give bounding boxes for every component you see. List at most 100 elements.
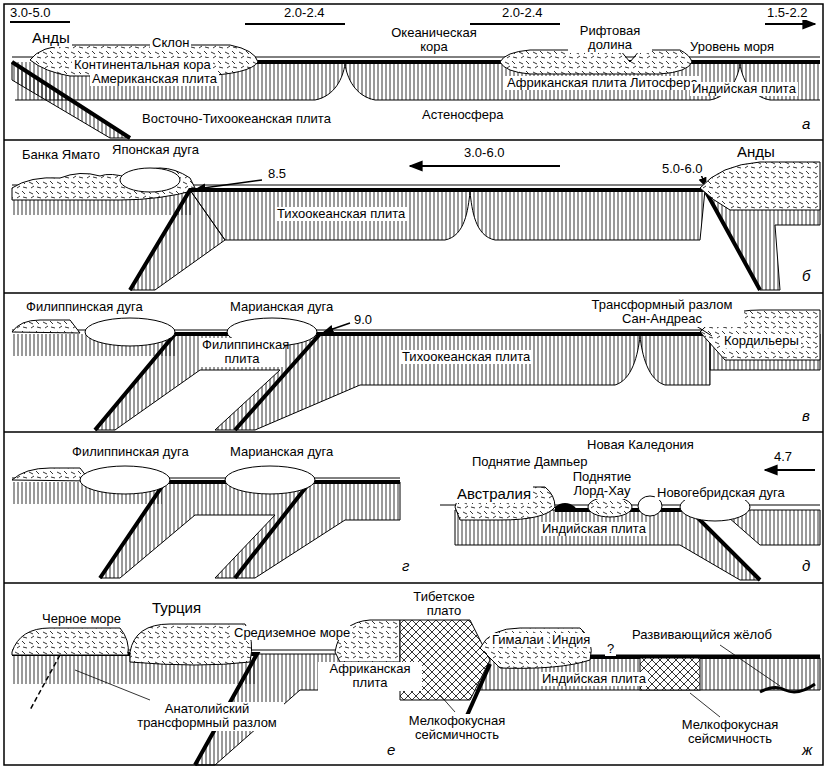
figure-label: Поднятие Дампьер: [470, 455, 589, 469]
figure-shape: [85, 318, 175, 346]
figure-label: Австралия: [455, 486, 533, 503]
figure-shape: [760, 684, 815, 692]
figure-label: Мелкофокусная сейсмичность: [395, 714, 519, 743]
figure-label: Марианская дуга: [228, 445, 335, 459]
figure-label: Литосфера: [628, 76, 700, 90]
figure-label: ж: [800, 742, 814, 759]
figure-label: Склон: [150, 36, 191, 50]
figure-label: Поднятие Лорд-Хау: [565, 470, 639, 499]
figure-label: 1.5-2.2: [765, 6, 809, 20]
figure-label: Индийская плита: [540, 522, 648, 536]
figure-shape: [80, 466, 170, 494]
figure-label: г: [400, 558, 411, 575]
figure-shape: [30, 655, 60, 710]
figure-label: 5.0-6.0: [660, 162, 704, 176]
figure-shape: [590, 655, 820, 659]
figure-shape: [100, 482, 400, 578]
figure-label: Африканская плита: [318, 662, 422, 691]
figure-label: Анды: [735, 144, 777, 161]
figure-shape: [10, 22, 820, 138]
figure-label: Континентальная кора: [72, 58, 213, 72]
figure-label: 2.0-2.4: [282, 6, 326, 20]
figure-shape: [455, 487, 555, 520]
figure-shape: [12, 168, 196, 200]
figure-shape: [12, 466, 820, 580]
figure-label: а: [800, 116, 812, 133]
figure-label: б: [800, 268, 812, 285]
figure-label: Японская дуга: [110, 143, 201, 157]
figure-label: Индийская плита: [540, 672, 648, 686]
figure-label: 3.0-5.0: [8, 6, 52, 20]
figure-shape: [555, 510, 760, 580]
figure-label: 3.0-6.0: [462, 146, 506, 160]
figure-label: Новая Каледония: [585, 438, 696, 452]
figure-label: Уровень моря: [688, 40, 776, 54]
figure-label: Черное море: [40, 612, 123, 626]
figure-label: Индийская плита: [690, 82, 798, 96]
figure-label: Тибетское плато: [402, 590, 486, 619]
figure-shape: [4, 4, 823, 765]
figure-label: Филиппинская дуга: [24, 300, 145, 314]
figure-label: Трансформный разлом Сан-Андреас: [580, 298, 744, 327]
figure-shape: [555, 504, 575, 508]
figure-shape: [225, 466, 315, 494]
figure-label: 4.7: [772, 450, 794, 464]
figure-shape: [10, 22, 815, 24]
figure-label: Развивающийся жёлоб: [630, 628, 774, 642]
figure-shape: [12, 310, 820, 430]
figure-shape: [12, 620, 820, 765]
figure-label: 2.0-2.4: [500, 6, 544, 20]
figure-shape: [196, 180, 262, 189]
figure-label: Турция: [150, 600, 203, 617]
figure-shape: [12, 320, 80, 333]
figure-shape: [12, 162, 820, 290]
figure-label: Средиземное море: [232, 626, 352, 640]
figure-label: Океаническая кора: [382, 26, 486, 55]
figure-label: 9.0: [352, 313, 374, 327]
figure-label: Гималаи: [490, 633, 546, 647]
figure-label: Тихоокеанская плита: [400, 350, 532, 364]
figure-label: 8.5: [266, 167, 288, 181]
figure-shape: [190, 190, 705, 240]
figure-label: е: [385, 742, 397, 759]
figure-label: в: [800, 408, 812, 425]
figure-shape: [4, 140, 823, 583]
figure-shape: [765, 469, 815, 471]
figure-shape: [12, 62, 820, 138]
figure-shape: [130, 190, 225, 290]
figure-shape: [75, 670, 150, 700]
figure-shape: [120, 168, 180, 192]
figure-shape: [130, 190, 760, 290]
figure-shape: [324, 323, 350, 332]
figure-label: Тихоокеанская плита: [275, 207, 407, 221]
figure-shape: [12, 468, 90, 481]
figure-label: Мелкофокусная сейсмичность: [668, 718, 792, 747]
figure-label: Новогебридская дуга: [655, 486, 787, 500]
figure-label: Банка Ямато: [20, 148, 102, 162]
figure-label: Африканская плита: [505, 76, 629, 90]
figure-shape: [465, 664, 490, 720]
figure-shape: [500, 50, 692, 74]
figure-shape: [700, 162, 820, 210]
figure-shape: [588, 497, 632, 517]
figure-label: ?: [605, 642, 616, 656]
figure-label: Восточно-Тихоокеанская плита: [140, 112, 333, 126]
figure-label: Астеносфера: [420, 108, 506, 122]
figure-shape: [12, 628, 128, 655]
figure-label: Марианская дуга: [228, 300, 335, 314]
figure-label: Кордильеры: [722, 334, 801, 348]
figure-shape: [410, 165, 560, 167]
figure-shape: [640, 658, 700, 690]
figure-shape: [235, 482, 400, 578]
figure-label: д: [800, 558, 812, 575]
figure-label: Филиппинская плита: [200, 338, 284, 367]
figure-label: Анды: [30, 30, 72, 47]
figure-shape: [95, 334, 710, 430]
figure-label: Анатолийский трансформный разлом: [130, 702, 284, 731]
figure-label: Филиппинская дуга: [70, 445, 191, 459]
figure-label: Индия: [550, 633, 592, 647]
figure-label: Американская плита: [90, 72, 219, 86]
figure-label: Рифтовая долина: [568, 24, 652, 53]
